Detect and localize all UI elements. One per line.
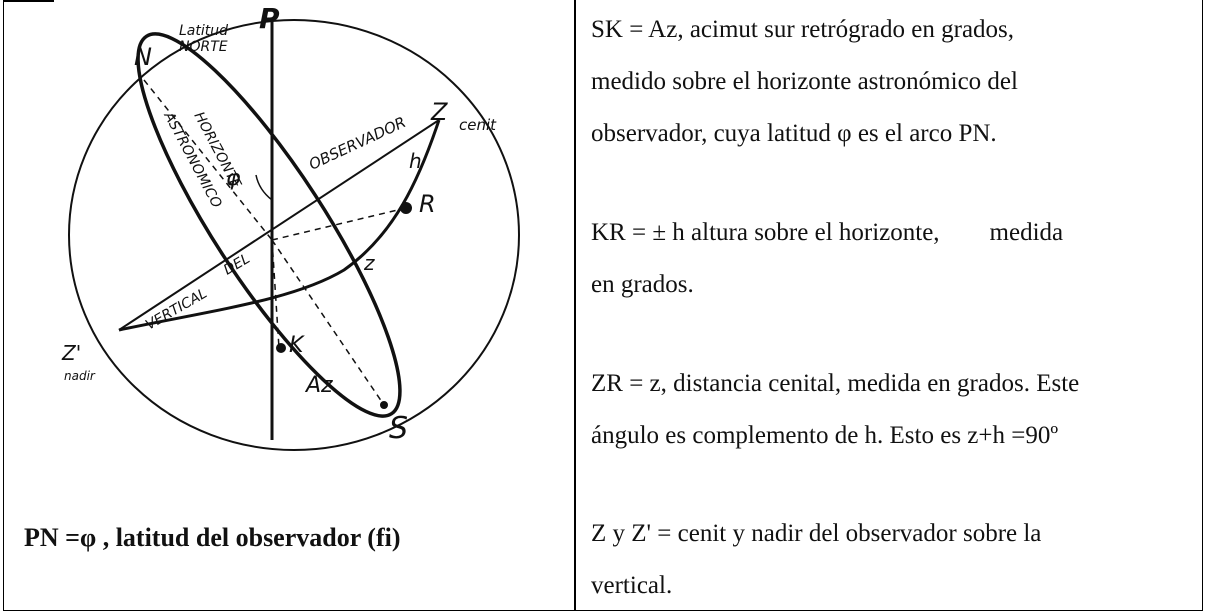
right-cell: SK = Az, acimut sur retrógrado en grados… <box>579 0 1204 611</box>
paragraph-line: vertical. <box>591 572 673 599</box>
label-P: P <box>259 2 280 35</box>
phi-angle-arc <box>255 174 273 201</box>
vertical-line <box>118 119 440 331</box>
vertical-circle-arc <box>118 119 441 332</box>
paragraph-line: Z y Z' = cenit y nadir del observador so… <box>591 520 1042 547</box>
label-h: h <box>409 149 422 173</box>
paragraph-distancia-cenital: ZR = z, distancia cenital, medida en gra… <box>591 358 1079 462</box>
sphere-outline <box>68 19 520 451</box>
paragraph-line: medido sobre el horizonte astronómico de… <box>591 68 1018 95</box>
dashed-line-R <box>271 207 407 241</box>
point-K <box>276 343 286 353</box>
label-nadir: nadir <box>64 369 96 383</box>
dashed-line-S <box>271 239 385 406</box>
paragraph-acimut: SK = Az, acimut sur retrógrado en grados… <box>591 4 1018 160</box>
label-observador: OBSERVADOR <box>306 113 409 174</box>
table-top-rule <box>4 0 54 2</box>
label-Zprime: Z' <box>61 341 81 365</box>
dashed-line-K <box>271 239 280 349</box>
dashed-line-N <box>143 79 273 241</box>
horizon-ellipse <box>136 32 402 418</box>
paragraph-line: ángulo es complemento de h. Esto es z+h … <box>591 422 1059 449</box>
point-R <box>400 202 412 214</box>
point-S <box>380 401 388 409</box>
paragraph-altura: KR = ± h altura sobre el horizonte, medi… <box>591 207 1063 311</box>
label-S: S <box>389 411 408 446</box>
paragraph-line: ZR = z, distancia cenital, medida en gra… <box>591 370 1080 397</box>
label-phi: φ <box>226 166 241 191</box>
label-K: K <box>289 333 305 358</box>
label-Az: Az <box>304 373 333 398</box>
paragraph-line: KR = ± h altura sobre el horizonte, medi… <box>591 219 1064 246</box>
label-cenit: cenit <box>459 116 497 134</box>
label-N: N <box>134 43 152 71</box>
paragraph-line: SK = Az, acimut sur retrógrado en grados… <box>591 16 1015 43</box>
label-Z: Z <box>430 98 448 126</box>
paragraph-line: en grados. <box>591 271 694 298</box>
column-divider <box>574 0 576 611</box>
label-z: z <box>363 251 375 275</box>
paragraph-line: observador, cuya latitud φ es el arco PN… <box>591 120 997 147</box>
label-R: R <box>419 190 436 218</box>
caption: PN =φ , latitud del observador (fi) <box>24 523 401 552</box>
paragraph-cenit-nadir: Z y Z' = cenit y nadir del observador so… <box>591 508 1041 612</box>
